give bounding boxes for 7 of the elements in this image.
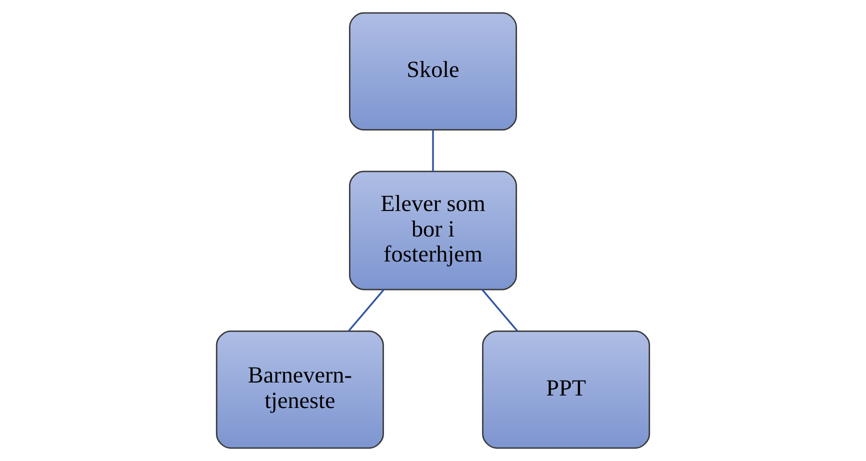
- node-box: Elever som bor i fosterhjem: [349, 170, 517, 290]
- connector: [482, 289, 518, 332]
- node-box: Skole: [349, 12, 517, 131]
- connector: [348, 289, 384, 332]
- node-box: PPT: [482, 330, 650, 449]
- node-box: Barnevern- tjeneste: [216, 330, 384, 449]
- connector: [432, 130, 434, 172]
